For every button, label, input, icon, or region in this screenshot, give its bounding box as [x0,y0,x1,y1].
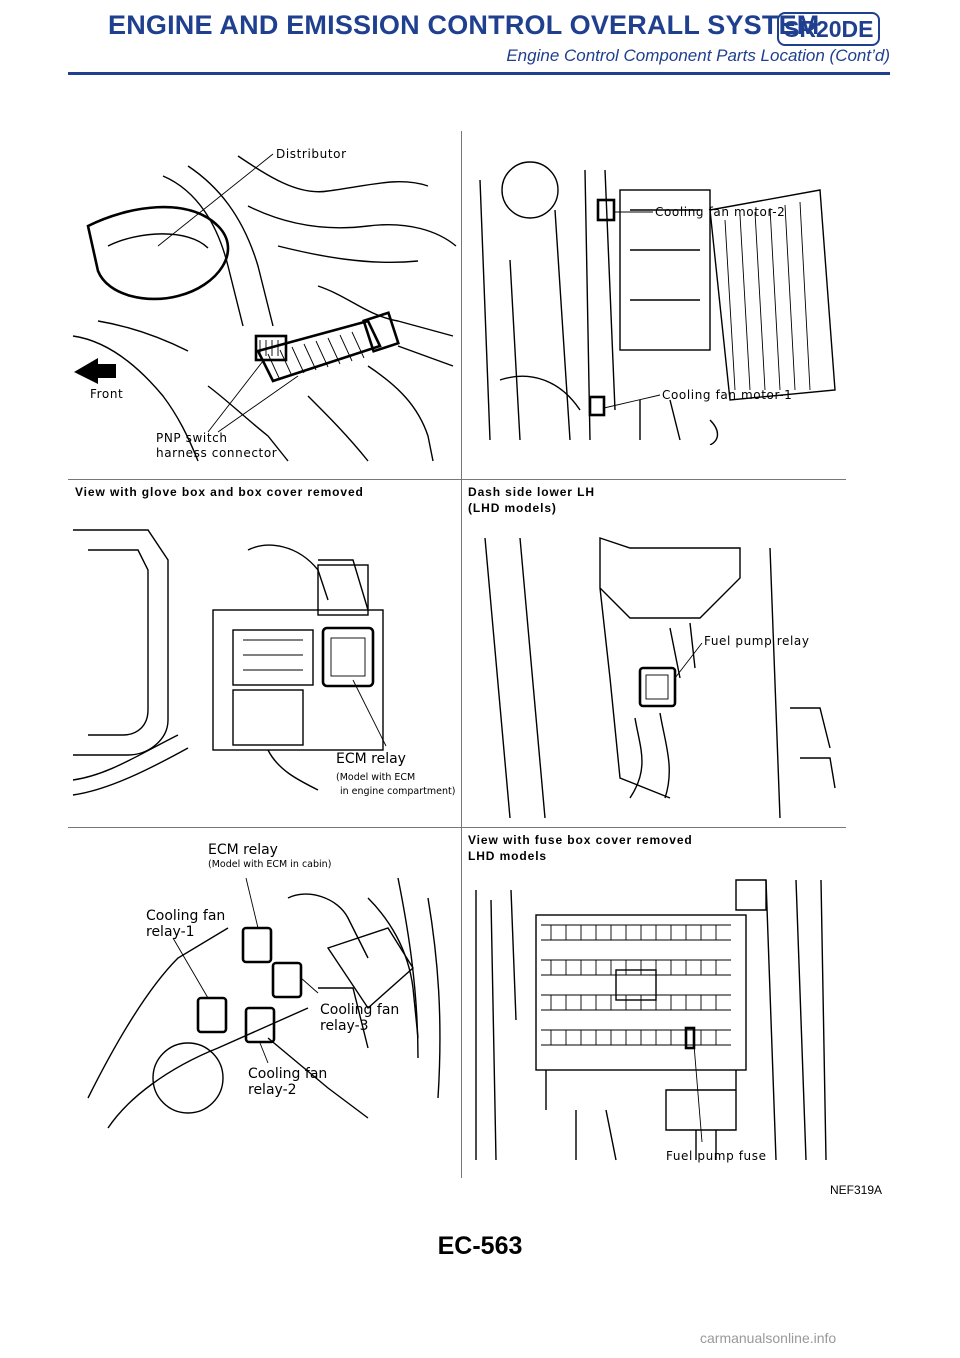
panel-divider-row2 [68,827,846,828]
section-subtitle: Engine Control Component Parts Location … [506,46,890,65]
engine-badge: SR20DE [777,12,881,46]
cooling-fan-relay-illustration: ECM relay (Model with ECM in cabin) Cool… [87,842,441,1129]
relay-1-label-line2: relay-1 [146,924,195,940]
pnp-harness-label: harness connector [156,446,277,460]
fuel-pump-relay-label: Fuel pump relay [704,634,810,648]
relay-1-label-line1: Cooling fan [146,908,225,924]
distributor-illustration: Front Distributor PNP switch harness con… [72,147,457,462]
fan-motor-2-connector [596,198,616,222]
cooling-fan-relay-2 [244,1006,276,1044]
fusebox-caption-line1: View with fuse box cover removed [468,833,693,847]
front-label: Front [90,387,123,401]
fan-motor-2-label: Cooling fan motor-2 [655,205,785,219]
cooling-fan-motor-illustration: Cooling fan motor-2 Cooling fan motor-1 [479,161,836,445]
fuel-pump-fuse [684,1026,696,1050]
fan-motor-1-connector [588,395,606,417]
ecm-relay-note-line2: in engine compartment) [340,786,455,797]
relay-3-label-line2: relay-3 [320,1018,369,1034]
figure-code: NEF319A [830,1183,883,1197]
front-arrow-icon [74,358,116,384]
section-title: ENGINE AND EMISSION CONTROL OVERALL SYST… [108,10,820,40]
fuel-pump-fuse-label: Fuel pump fuse [666,1149,767,1163]
ecm-relay-cabin-label: ECM relay [208,842,278,858]
distributor-label: Distributor [276,147,347,161]
fuel-pump-relay [638,666,677,708]
watermark: carmanualsonline.info [700,1330,837,1346]
dash-side-caption-line2: (LHD models) [468,501,557,515]
pnp-connector [254,334,288,362]
ecm-relay-glovebox-illustration: ECM relay (Model with ECM in engine comp… [72,529,455,797]
ecm-relay-note-line1: (Model with ECM [336,772,415,783]
panel-divider-vertical [461,131,462,1178]
relay-2-label-line2: relay-2 [248,1082,297,1098]
fuse-box-illustration: Fuel pump fuse [475,879,827,1163]
cooling-fan-relay-1 [196,996,228,1034]
header-rule [68,72,890,75]
page-number: EC-563 [437,1232,523,1260]
glovebox-caption: View with glove box and box cover remove… [75,485,364,499]
ecm-relay-cabin-note: (Model with ECM in cabin) [208,859,331,870]
ecm-relay-cabin [241,926,273,964]
relay-3-label-line1: Cooling fan [320,1002,399,1018]
cooling-fan-relay-3 [271,961,303,999]
fan-motor-1-label: Cooling fan motor-1 [662,388,792,402]
fuel-pump-relay-illustration: Fuel pump relay [484,537,836,818]
ecm-relay [321,626,375,688]
pnp-switch-label: PNP switch [156,431,228,445]
ecm-relay-label: ECM relay [336,751,406,767]
relay-2-label-line1: Cooling fan [248,1066,327,1082]
fusebox-caption-line2: LHD models [468,849,548,863]
panel-divider-row1 [68,479,846,480]
dash-side-caption-line1: Dash side lower LH [468,485,595,499]
fuse-grid [541,924,731,1046]
pnp-harness [256,311,400,383]
